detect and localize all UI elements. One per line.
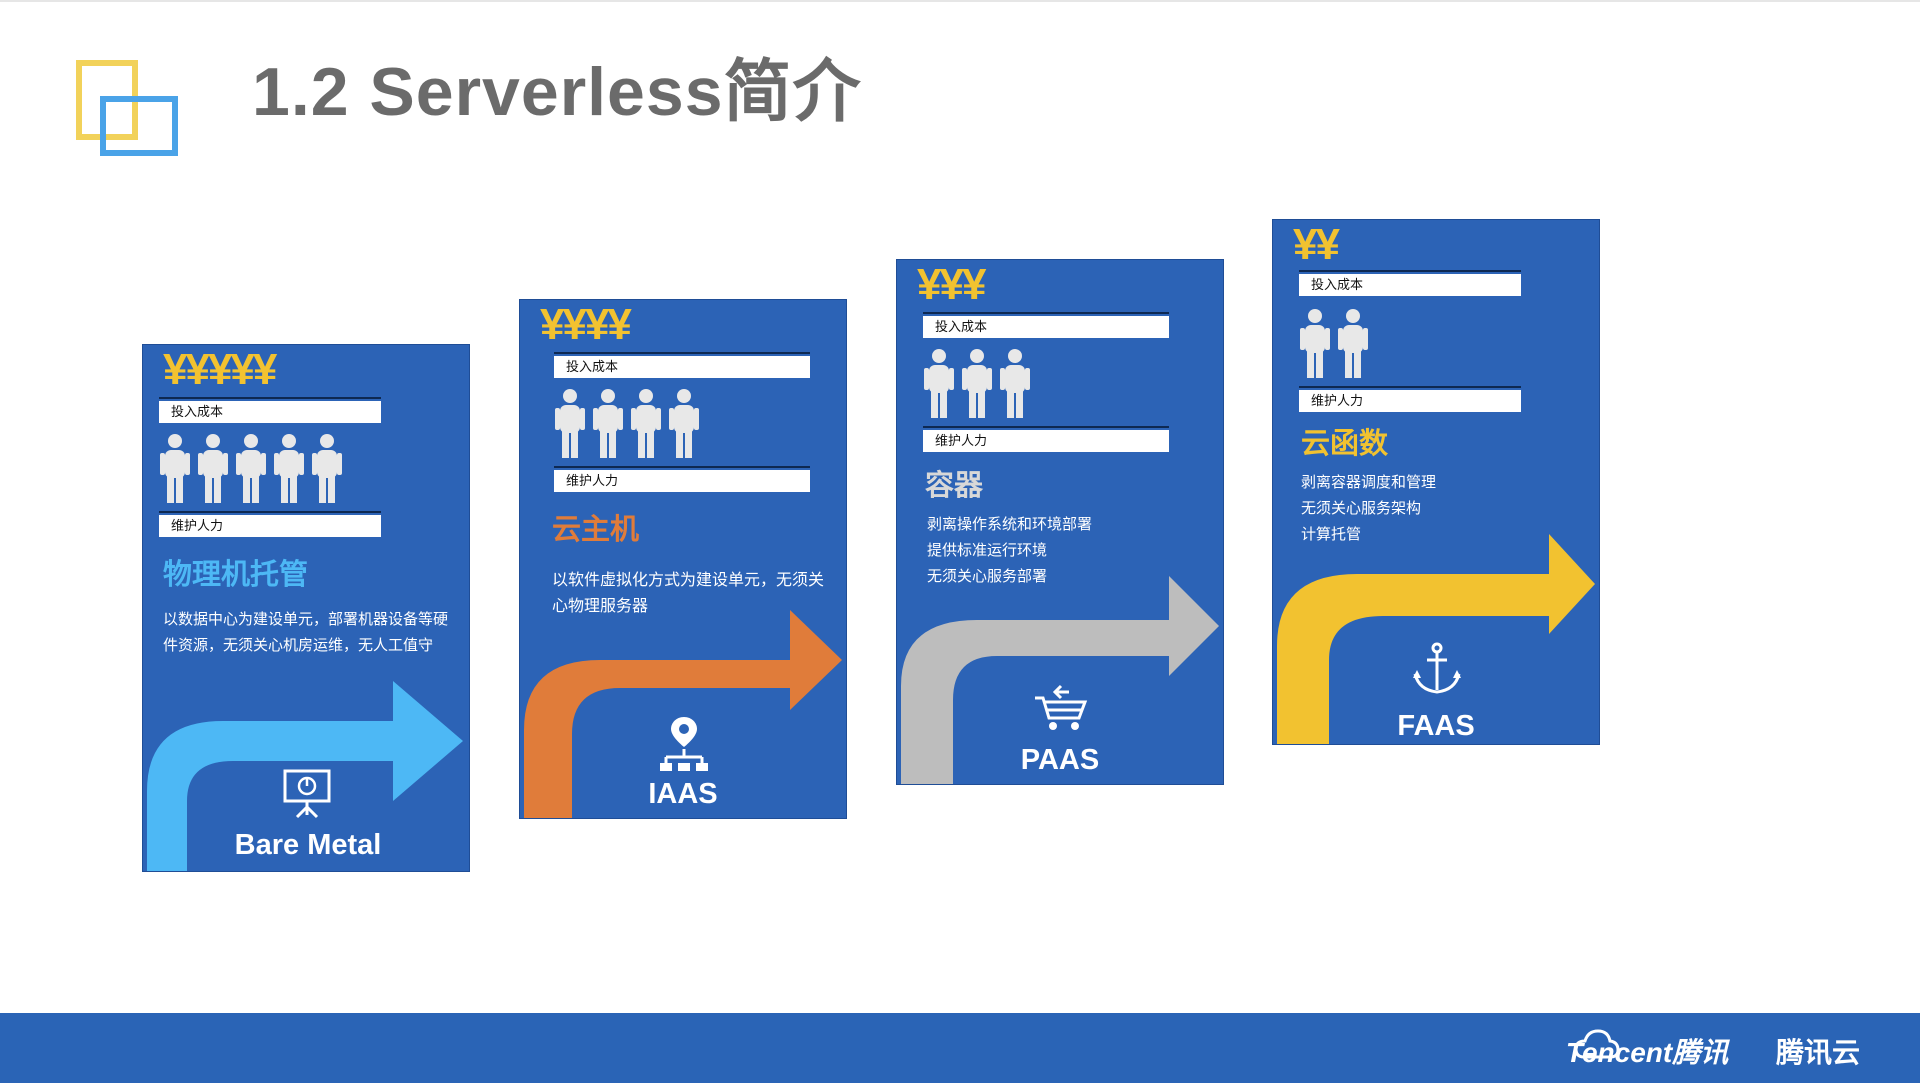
progress-arrow xyxy=(901,576,1219,784)
person-icon xyxy=(555,389,585,458)
person-icon xyxy=(198,434,228,503)
person-icon xyxy=(924,349,954,418)
cost-label: 投入成本 xyxy=(554,356,810,378)
slide-logo-icon xyxy=(72,56,182,156)
category-desc: 以软件虚拟化方式为建设单元，无须关 心物理服务器 xyxy=(552,572,825,615)
cost-label: 投入成本 xyxy=(923,316,1169,338)
maint-label: 维护人力 xyxy=(923,430,1169,452)
person-icon xyxy=(312,434,342,503)
cost-label: 投入成本 xyxy=(159,401,381,423)
category-title: 云函数 xyxy=(1301,428,1389,460)
cost-yen: ¥¥¥¥¥ xyxy=(163,345,277,394)
person-icon xyxy=(1300,309,1330,378)
maint-label: 维护人力 xyxy=(554,470,810,492)
progress-arrow xyxy=(147,681,463,871)
people-icons xyxy=(159,433,343,505)
cost-yen: ¥¥ xyxy=(1293,220,1340,269)
card-faas: ¥¥ 投入成本 维护人力 云函数 剥离容器调度和管理 无须关心服务架构 计算托管… xyxy=(1272,219,1600,745)
shopping-cart-icon xyxy=(1035,684,1088,730)
people-icons xyxy=(923,348,1031,420)
category-title: 容器 xyxy=(925,470,984,502)
footer-bar: Tencent腾讯 腾讯云 xyxy=(0,1013,1920,1083)
person-icon xyxy=(160,434,190,503)
tencent-cloud-icon xyxy=(1574,1029,1620,1059)
model-label: FAAS xyxy=(1397,710,1475,742)
category-desc: 剥离操作系统和环境部署 提供标准运行环境 无须关心服务部署 xyxy=(927,516,1093,585)
page-title: 1.2 Serverless简介 xyxy=(252,54,862,130)
person-icon xyxy=(1338,309,1368,378)
card-bare-metal: ¥¥¥¥¥ 投入成本 维护人力 物理机托管 以数据中心为建设单元，部署机器设备等… xyxy=(142,344,470,872)
person-icon xyxy=(274,434,304,503)
people-icons xyxy=(554,388,700,460)
model-label: IAAS xyxy=(648,778,718,810)
person-icon xyxy=(962,349,992,418)
progress-arrow xyxy=(1277,534,1595,744)
person-icon xyxy=(236,434,266,503)
cost-label: 投入成本 xyxy=(1299,274,1521,296)
card-iaas: ¥¥¥¥ 投入成本 维护人力 云主机 以软件虚拟化方式为建设单元，无须关 心物理… xyxy=(519,299,847,819)
person-icon xyxy=(1000,349,1030,418)
network-location-icon xyxy=(660,717,708,771)
person-icon xyxy=(593,389,623,458)
category-desc: 以数据中心为建设单元，部署机器设备等硬 件资源，无须关心机房运维，无人工值守 xyxy=(163,611,449,654)
anchor-icon xyxy=(1413,642,1461,694)
people-icons xyxy=(1299,308,1369,380)
cost-yen: ¥¥¥¥ xyxy=(540,300,632,349)
cost-yen: ¥¥¥ xyxy=(917,260,986,309)
card-paas: ¥¥¥ 投入成本 维护人力 容器 剥离操作系统和环境部署 提供标准运行环境 无须… xyxy=(896,259,1224,785)
progress-arrow xyxy=(524,610,842,818)
category-title: 物理机托管 xyxy=(163,559,309,591)
category-desc: 剥离容器调度和管理 无须关心服务架构 计算托管 xyxy=(1301,474,1437,543)
presentation-board-icon xyxy=(283,769,331,819)
top-divider xyxy=(0,0,1920,2)
maint-label: 维护人力 xyxy=(159,515,381,537)
model-label: PAAS xyxy=(1020,744,1100,776)
person-icon xyxy=(669,389,699,458)
maint-label: 维护人力 xyxy=(1299,390,1521,412)
person-icon xyxy=(631,389,661,458)
category-title: 云主机 xyxy=(552,514,640,546)
footer-brand: Tencent腾讯 腾讯云 xyxy=(1565,1037,1860,1068)
model-label: Bare Metal xyxy=(234,829,382,861)
